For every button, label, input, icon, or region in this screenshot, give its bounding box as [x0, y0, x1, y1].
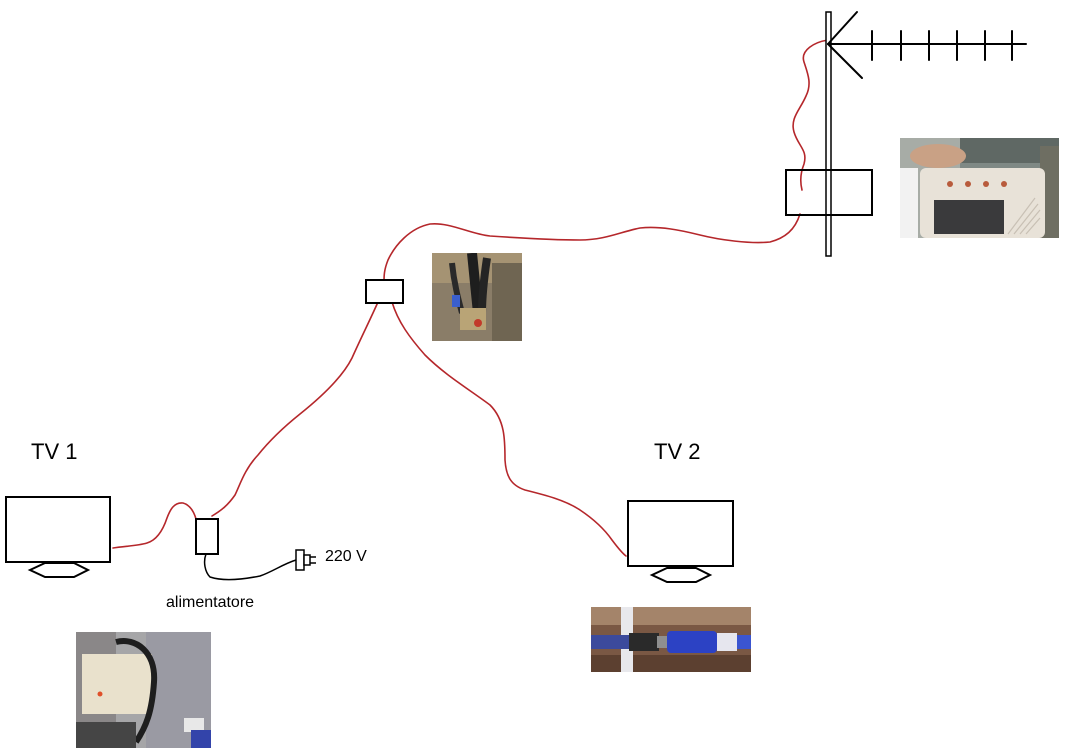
cable-splitter-to-power-supply: [211, 301, 379, 517]
power-supply-label: alimentatore: [166, 594, 255, 611]
cable-power-supply-to-tv1: [112, 502, 197, 549]
cable-antenna-to-amplifier: [792, 39, 829, 191]
amplifier-photo: [900, 138, 1059, 238]
power-supply-box: [195, 518, 219, 555]
amplifier-box: [785, 169, 873, 216]
power-supply-photo: [76, 632, 211, 748]
splitter-box: [365, 279, 404, 304]
tv2-label: TV 2: [654, 439, 701, 464]
tv1-icon: [5, 496, 111, 578]
splitter-photo: [432, 253, 522, 341]
tv2-icon: [627, 500, 734, 583]
connector-photo: [591, 607, 751, 672]
antenna-mast: [825, 11, 832, 257]
power-cord: [203, 553, 297, 581]
cable-splitter-to-tv2: [391, 301, 627, 557]
cable-network: [112, 39, 829, 557]
plug-icon: [295, 549, 316, 571]
antenna-icon: [827, 11, 1027, 79]
tv1-label: TV 1: [31, 439, 78, 464]
cable-amplifier-to-splitter: [383, 213, 801, 283]
voltage-label: 220 V: [325, 548, 367, 565]
